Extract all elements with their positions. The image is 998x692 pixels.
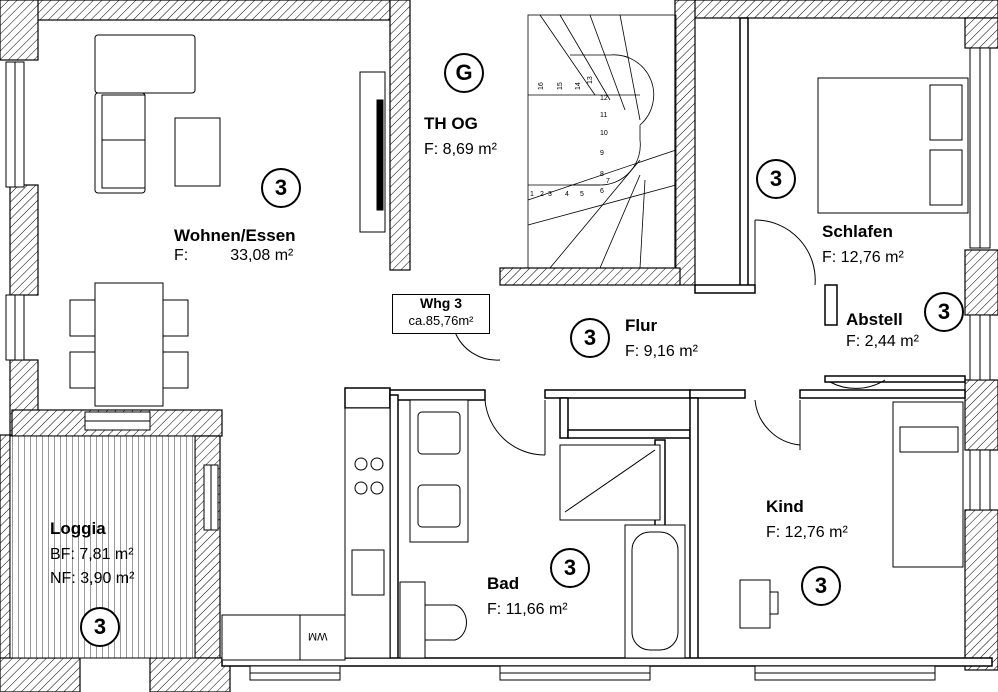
room-name: Abstell [846, 310, 903, 329]
room-badge: 3 [801, 566, 841, 606]
stair-step-number: 11 [600, 112, 607, 119]
room-name: Schlafen [822, 222, 893, 241]
room-area: F: 2,44 m² [846, 333, 919, 350]
stair-step-number: 5 [580, 191, 584, 198]
room-badge: 3 [80, 607, 120, 647]
stair [527, 14, 677, 269]
stair-step-number: 7 [606, 178, 610, 185]
room-area-bf: BF: 7,81 m² [50, 546, 134, 563]
stair-step-number: 9 [600, 150, 604, 157]
stair-step-number: 10 [600, 130, 608, 137]
room-badge: 3 [756, 159, 796, 199]
stair-step-number: 15 [557, 82, 564, 90]
apartment-tag: Whg 3 ca.85,76m² [392, 294, 490, 334]
stair-step-number: 3 [548, 191, 552, 198]
room-area: 33,08 m² [230, 247, 294, 264]
room-name: Flur [625, 316, 658, 335]
room-badge: 3 [550, 548, 590, 588]
bathroom-fixtures [399, 399, 686, 659]
room-bad: Bad F: 11,66 m² [487, 574, 568, 620]
room-area: F: 12,76 m² [822, 249, 904, 266]
room-name: Kind [766, 497, 804, 516]
windows [5, 47, 991, 681]
room-name: Bad [487, 574, 520, 593]
stair-step-number: 12 [600, 95, 608, 102]
stair-step-number: 8 [600, 171, 604, 178]
stair-step-number: 6 [600, 188, 604, 195]
room-area: F: 9,16 m² [625, 343, 698, 360]
room-area: F: 12,76 m² [766, 524, 848, 541]
room-loggia: Loggia BF: 7,81 m² NF: 3,90 m² [50, 519, 134, 589]
room-badge: G [444, 53, 484, 93]
room-flur: Flur F: 9,16 m² [625, 316, 698, 362]
room-wohnen: Wohnen/Essen F: 33,08 m² [174, 226, 296, 266]
apartment-area: ca.85,76m² [408, 313, 474, 328]
stair-step-number: 1 [530, 191, 534, 198]
stair-step-number: 2 [540, 191, 544, 198]
stair-step-number: 13 [587, 76, 594, 84]
kitchen [221, 407, 391, 661]
room-name: TH OG [424, 114, 478, 133]
room-badge: 3 [924, 292, 964, 332]
doors [454, 219, 886, 456]
room-schlafen: Schlafen F: 12,76 m² [822, 222, 904, 268]
stair-numbers: 16 15 14 13 12 11 10 9 876 5 4 321 [530, 76, 610, 198]
stair-step-number: 4 [565, 191, 569, 198]
bedroom-furniture [739, 77, 969, 629]
room-th-og: TH OG F: 8,69 m² [424, 114, 497, 160]
room-area-nf: NF: 3,90 m² [50, 570, 135, 587]
room-area-prefix: F: [174, 247, 189, 264]
room-abstell: Abstell F: 2,44 m² [846, 310, 919, 352]
room-name: Loggia [50, 519, 106, 538]
stair-step-number: 14 [575, 82, 582, 90]
room-area: F: 11,66 m² [487, 601, 568, 618]
apartment-name: Whg 3 [420, 295, 462, 311]
living-furniture [69, 34, 386, 407]
washer-label: WM [308, 630, 328, 642]
room-badge: 3 [570, 318, 610, 358]
stair-step-number: 16 [538, 82, 545, 90]
room-area: F: 8,69 m² [424, 141, 497, 158]
room-name: Wohnen/Essen [174, 226, 296, 245]
room-kind: Kind F: 12,76 m² [766, 497, 848, 543]
room-badge: 3 [261, 168, 301, 208]
